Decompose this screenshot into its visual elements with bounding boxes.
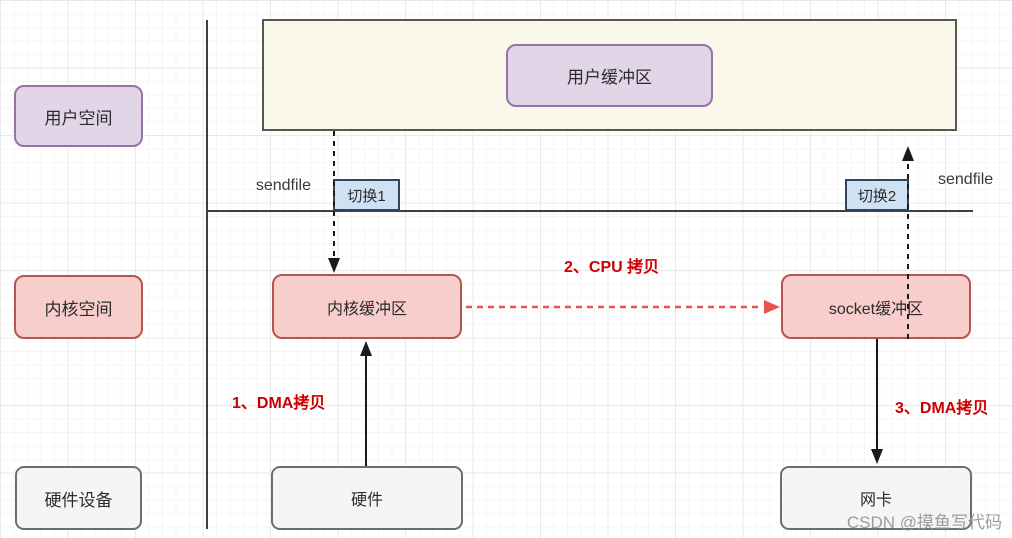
hardware-device-label: 硬件设备 bbox=[44, 490, 113, 510]
dma-copy-3-solid-arrow bbox=[871, 339, 883, 464]
dma-copy-3-arrowhead-down-icon bbox=[871, 449, 883, 464]
lane-label-kernel-space: 内核空间 bbox=[14, 275, 143, 339]
cpu-copy-arrowhead-right-icon bbox=[764, 300, 780, 314]
user-buffer-label: 用户缓冲区 bbox=[567, 68, 652, 87]
lane-label-hardware-device: 硬件设备 bbox=[15, 466, 142, 530]
socket-buffer-node: socket缓冲区 bbox=[781, 274, 971, 339]
hardware-label: 硬件 bbox=[350, 492, 383, 509]
hardware-node: 硬件 bbox=[271, 466, 463, 530]
nic-node: 网卡 bbox=[780, 466, 972, 530]
nic-label: 网卡 bbox=[859, 492, 892, 509]
step2-cpu-copy-label: 2、CPU 拷贝 bbox=[564, 259, 660, 276]
context-switch-2-node: 切换2 bbox=[845, 179, 909, 211]
sendfile-label-right: sendfile bbox=[938, 171, 994, 188]
sendfile-label-left: sendfile bbox=[255, 177, 311, 194]
switch2-label: 切换2 bbox=[857, 187, 897, 205]
kernel-buffer-node: 内核缓冲区 bbox=[272, 274, 462, 339]
switch1-arrowhead-down-icon bbox=[328, 258, 340, 273]
dma-copy-1-arrowhead-up-icon bbox=[360, 341, 372, 356]
step1-dma-copy-label: 1、DMA拷贝 bbox=[232, 395, 326, 412]
user-buffer-node: 用户缓冲区 bbox=[506, 44, 713, 107]
lane-label-user-space: 用户空间 bbox=[14, 85, 143, 147]
step3-dma-copy-label: 3、DMA拷贝 bbox=[895, 400, 989, 417]
dma-copy-1-solid-arrow bbox=[360, 341, 372, 466]
kernel-space-label: 内核空间 bbox=[44, 299, 113, 319]
kernel-buffer-label: 内核缓冲区 bbox=[326, 300, 407, 318]
user-space-label: 用户空间 bbox=[44, 108, 113, 128]
cpu-copy-red-dashed-arrow bbox=[466, 300, 780, 314]
context-switch-1-node: 切换1 bbox=[333, 179, 400, 211]
switch2-arrowhead-up-icon bbox=[902, 146, 914, 161]
switch1-label: 切换1 bbox=[347, 187, 386, 205]
socket-buffer-label: socket缓冲区 bbox=[828, 300, 924, 318]
csdn-watermark: CSDN @摸鱼写代码 bbox=[846, 513, 1002, 532]
